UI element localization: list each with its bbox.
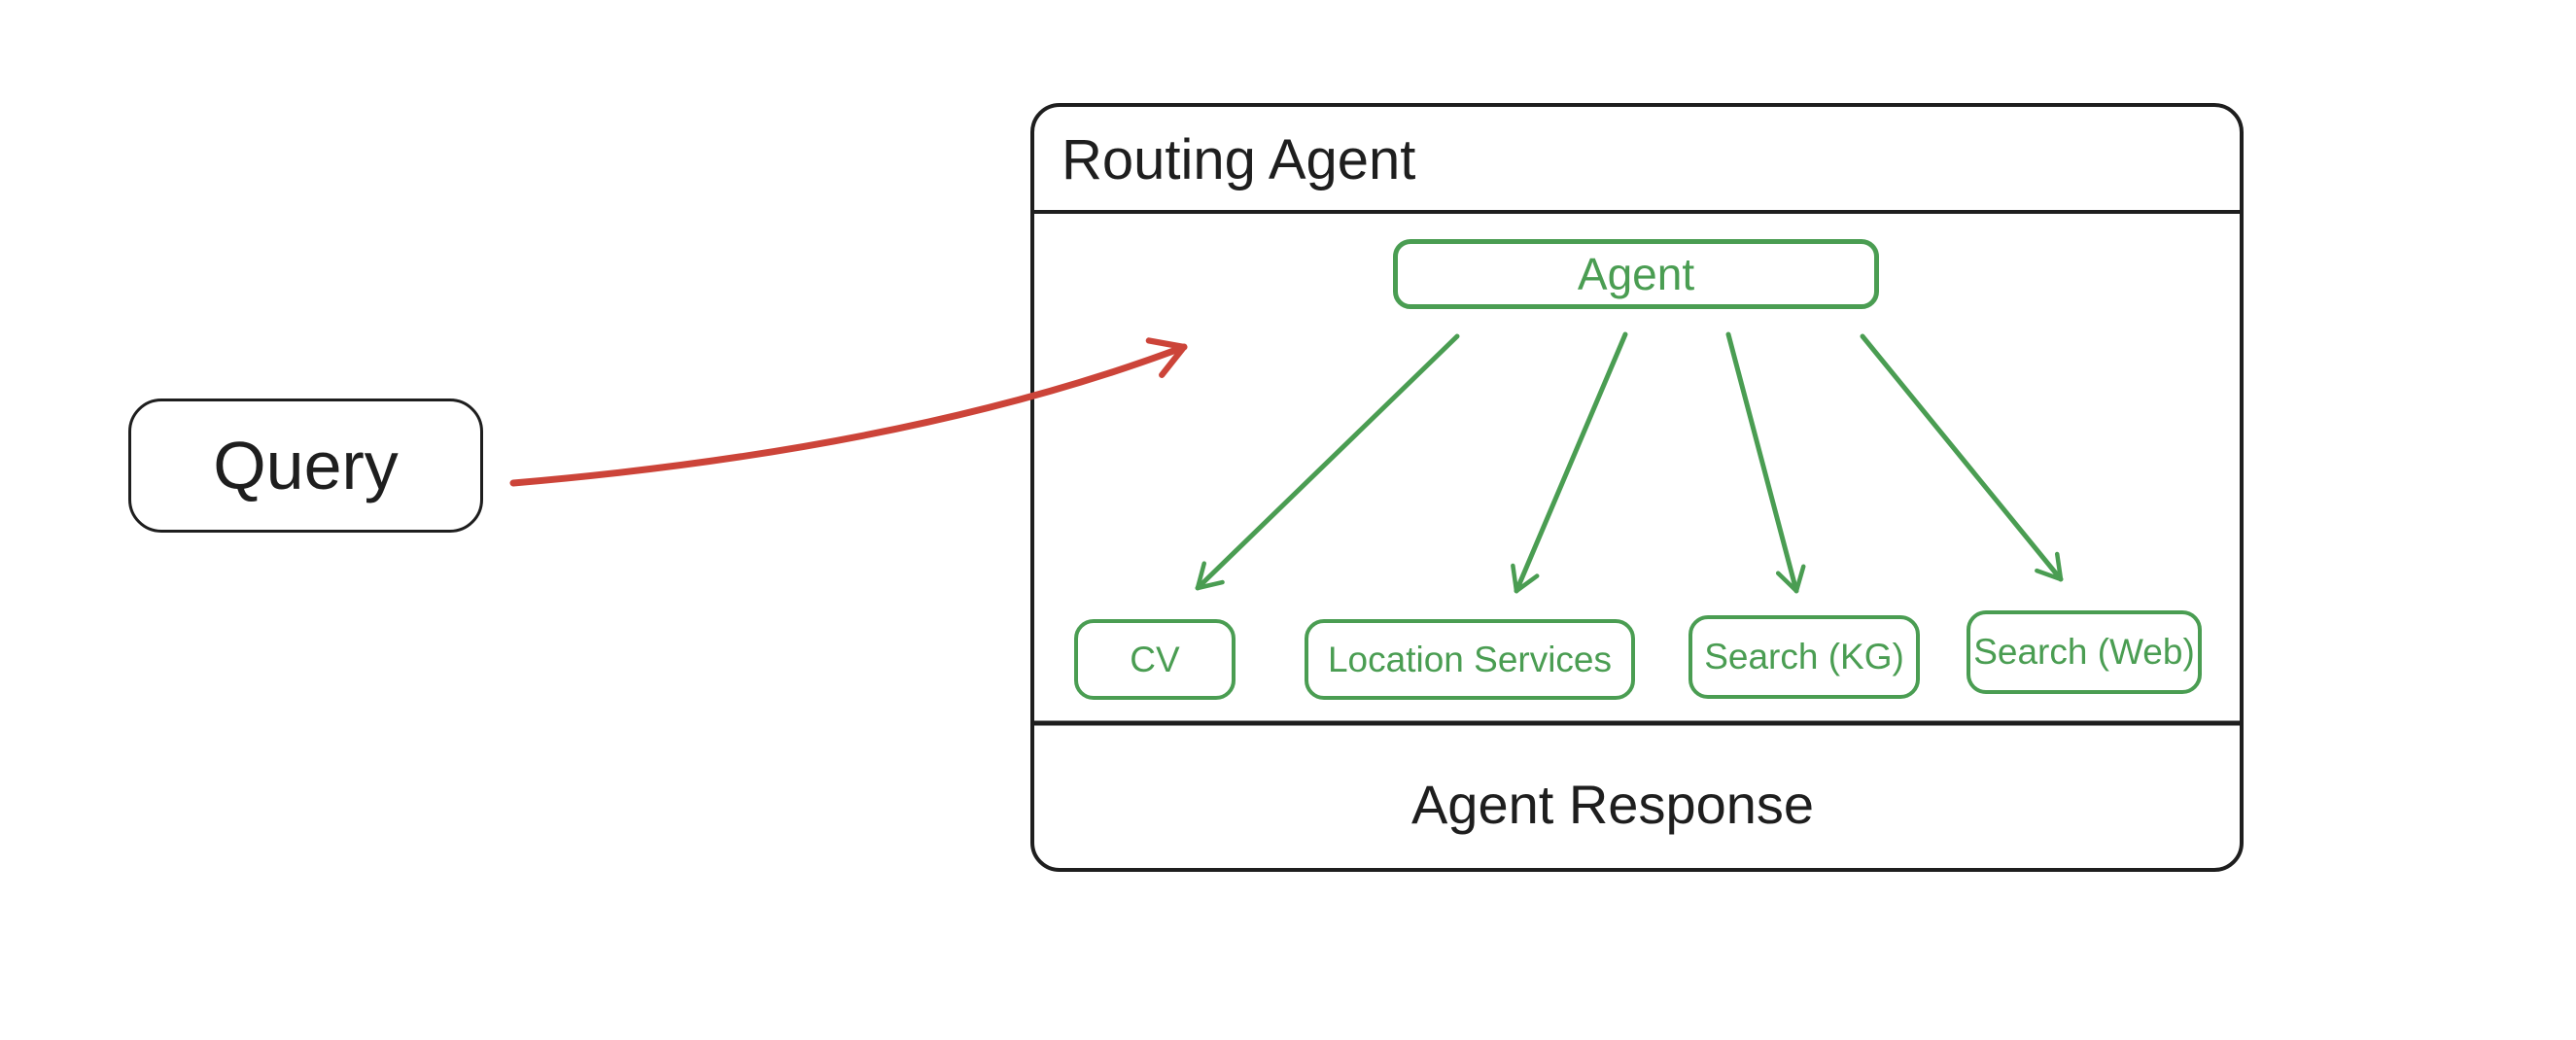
tool-label-cv: CV [1130,639,1180,679]
routing-agent-container: Routing Agent [1030,103,2244,872]
agent-label: Agent [1577,249,1695,299]
query-node: Query [128,399,483,533]
routing-agent-title: Routing Agent [1062,127,1416,191]
tool-node-location-services: Location Services [1305,619,1635,700]
agent-node: Agent [1393,239,1879,309]
routing-agent-header: Routing Agent [1034,107,2240,212]
query-label: Query [213,428,399,503]
agent-response-label: Agent Response [1410,774,1815,835]
tool-label-search-kg: Search (KG) [1704,637,1904,676]
tool-node-search-kg: Search (KG) [1688,615,1920,699]
tool-label-location-services: Location Services [1327,639,1613,679]
tool-node-cv: CV [1074,619,1236,700]
tool-label-search-web: Search (Web) [1973,632,2195,672]
tool-node-search-web: Search (Web) [1967,610,2202,694]
